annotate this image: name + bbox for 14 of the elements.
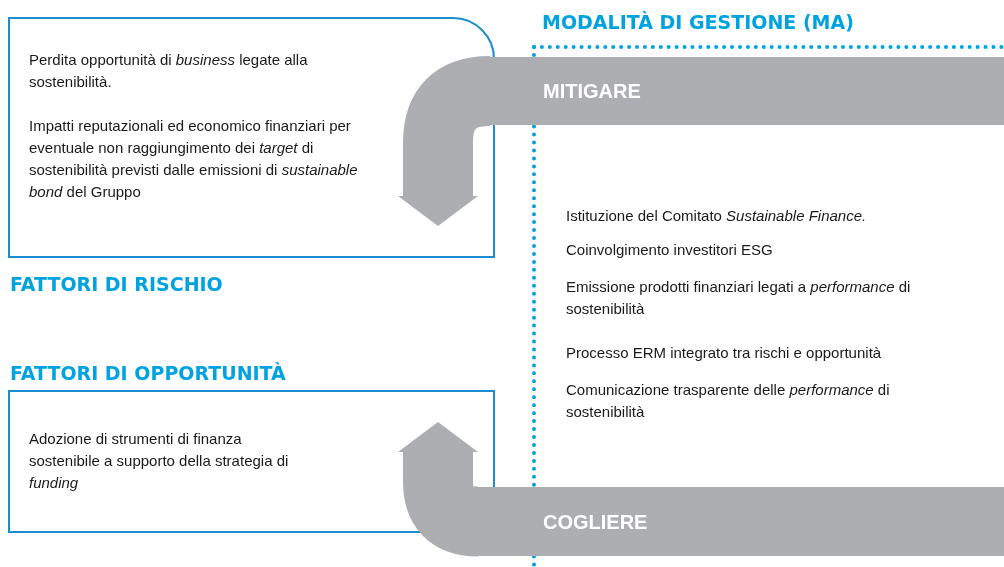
body-text: Istituzione del Comitato Sustainable Finance. [566,206,868,226]
body-text: Processo ERM integrato tra rischi e opportunità [566,343,883,363]
body-text: Perdita opportunità di business legate alla sostenibilità. [29,50,309,92]
body-text: Comunicazione trasparente delle performance di sostenibilità [566,380,891,422]
section-heading: FATTORI DI OPPORTUNITÀ [10,361,286,386]
body-text: Impatti reputazionali ed economico finanziari per eventuale non raggiungimento dei target di sostenibilità previsti dalle emissioni di sustainable bond del Gruppo [29,116,359,202]
section-heading: MODALITÀ DI GESTIONE (MA) [542,10,854,35]
section-heading: FATTORI DI RISCHIO [10,272,223,297]
body-text: Emissione prodotti finanziari legati a performance di sostenibilità [566,277,912,319]
band-label: MITIGARE [543,79,641,104]
band-label: COGLIERE [543,510,648,535]
body-text: Coinvolgimento investitori ESG [566,240,774,260]
body-text: Adozione di strumenti di finanza sostenibile a supporto della strategia di funding [29,429,290,493]
mitigate-band [490,57,1004,125]
